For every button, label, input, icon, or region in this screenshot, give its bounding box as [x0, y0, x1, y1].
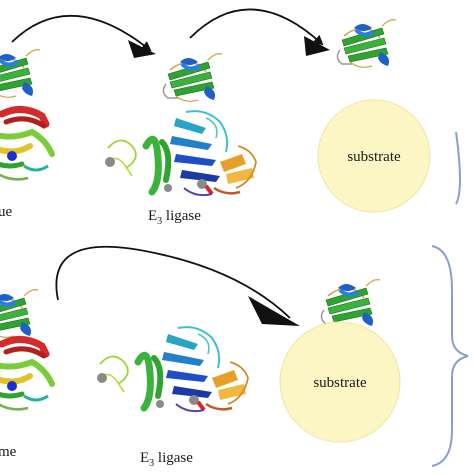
- bottom-row: substrate me E3 ligase: [0, 245, 469, 469]
- substrate-label: substrate: [313, 375, 367, 391]
- e2-enzyme-structure-icon: [0, 339, 52, 409]
- substrate-circle: [279, 321, 401, 443]
- transfer-arrow-icon: [11, 14, 152, 52]
- transfer-arrow-icon: [55, 245, 291, 319]
- enzyme-label-fragment: me: [0, 444, 17, 460]
- substrate-label: substrate: [347, 149, 401, 165]
- ubiquitin-protein-icon: [319, 277, 382, 330]
- transfer-arrow-icon: [189, 8, 324, 46]
- e3-ligase-structure-icon: [97, 327, 248, 411]
- enzyme-label-fragment: ue: [0, 204, 13, 220]
- ubiquitin-protein-icon: [0, 287, 40, 340]
- bracket-icon: [455, 131, 461, 205]
- ubiquitin-protein-icon: [335, 17, 398, 70]
- e2-enzyme-structure-icon: [0, 109, 52, 179]
- substrate-circle: [317, 99, 431, 213]
- top-row: substrate ue E3 ligase: [0, 8, 461, 227]
- e3-ligase-label: E3 ligase: [148, 208, 201, 227]
- arrowhead-icon: [128, 40, 156, 58]
- e3-ligase-label: E3 ligase: [140, 450, 193, 469]
- arrowhead-icon: [248, 296, 300, 326]
- ubiquitin-protein-icon: [161, 51, 224, 104]
- bracket-icon: [431, 245, 469, 467]
- e3-ligase-structure-icon: [105, 111, 256, 195]
- ubiquitin-protein-icon: [0, 47, 42, 100]
- arrowhead-icon: [304, 36, 330, 56]
